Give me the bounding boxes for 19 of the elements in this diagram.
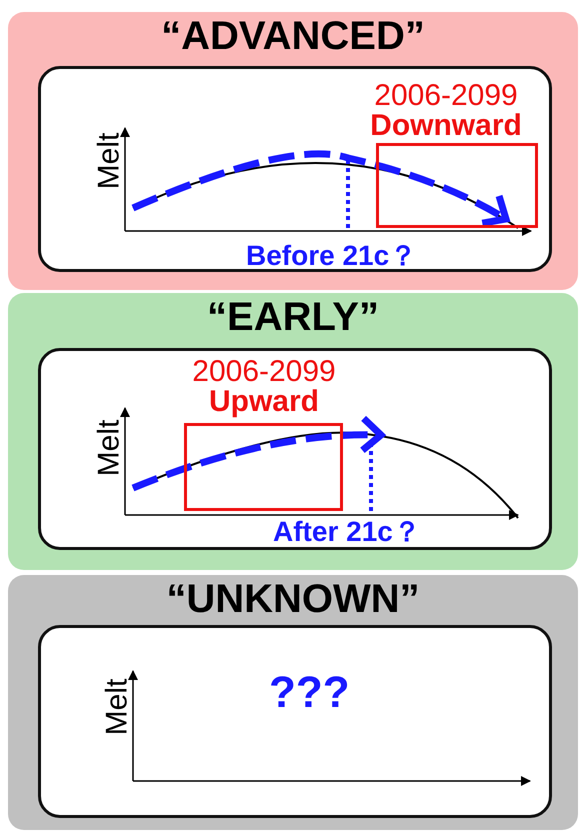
scenario-heading: “EARLY” — [206, 295, 380, 339]
axis-title: Melt — [92, 132, 126, 190]
axis-title: Melt — [100, 678, 134, 736]
period-label: 2006-2099 — [191, 357, 337, 387]
axis-title: Melt — [92, 420, 126, 476]
scenario-heading: “UNKNOWN” — [165, 577, 421, 621]
period-label: 2006-2099 — [373, 81, 519, 111]
scenario-band — [8, 293, 578, 570]
scenario-band — [8, 12, 578, 290]
chart-panel — [38, 348, 552, 550]
trend-label: Upward — [208, 387, 320, 417]
chart-panel — [38, 625, 552, 818]
scenario-heading: “ADVANCED” — [160, 14, 426, 58]
scenario-band — [8, 575, 578, 830]
trend-label: Downward — [369, 111, 523, 141]
question-label: After 21c？ — [273, 515, 421, 549]
question-marks: ??? — [269, 668, 350, 718]
chart-panel — [38, 66, 552, 272]
question-label: Before 21c？ — [246, 239, 418, 273]
